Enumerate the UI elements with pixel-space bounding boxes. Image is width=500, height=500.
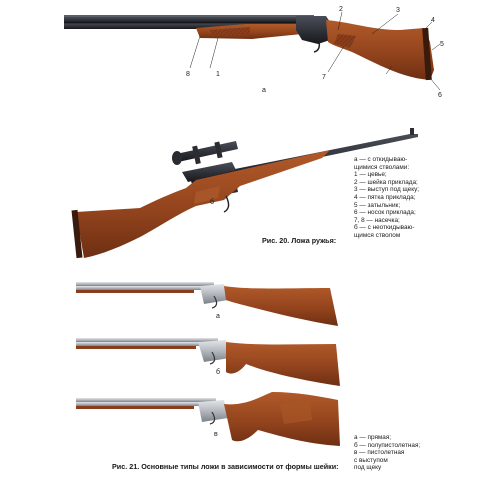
- callout-3: 3: [396, 7, 400, 14]
- legend-line: б — полупистолетная;: [354, 441, 421, 449]
- callout-8: 8: [186, 71, 190, 78]
- callout-b: б: [210, 198, 214, 206]
- legend-line: в — пистолетная: [354, 449, 405, 457]
- legend-line: 3 — выступ под щеку;: [354, 186, 420, 194]
- fig20-legend: а — с откидываю- щимися стволами: 1 — це…: [354, 156, 419, 240]
- legend-line: б — с неоткидываю-: [354, 224, 415, 232]
- legend-line: щимся стволом: [354, 231, 401, 239]
- legend-line: а — прямая;: [354, 434, 392, 441]
- callout-7: 7: [322, 74, 326, 81]
- shotgun-fig21-c: [76, 392, 340, 446]
- shotgun-a: [64, 15, 434, 81]
- fig21-legend: а — прямая; б — полупистолетная; в — пис…: [354, 434, 420, 472]
- fig21-letter-a: а: [216, 313, 220, 320]
- legend-line: 5 — затыльник;: [354, 201, 401, 209]
- rifle-b: [71, 128, 418, 259]
- callout-1: 1: [216, 71, 220, 78]
- callout-2: 2: [339, 6, 343, 13]
- legend-line: 2 — шейка приклада;: [354, 178, 418, 186]
- callout-a: а: [262, 87, 266, 94]
- rifle-stock: [76, 150, 330, 258]
- callout-6: 6: [438, 92, 442, 99]
- legend-line: с выступом: [354, 456, 388, 464]
- legend-line: щимися стволами:: [354, 163, 410, 171]
- legend-line: 4 — пятка приклада;: [354, 193, 416, 201]
- receiver: [296, 16, 330, 44]
- callout-5: 5: [440, 41, 444, 48]
- fig21-letter-c: в: [214, 431, 218, 438]
- butt-plate: [422, 27, 432, 81]
- legend-line: 6 — носок приклада;: [354, 209, 416, 217]
- legend-line: а — с откидываю-: [354, 156, 408, 163]
- callout-4: 4: [431, 17, 435, 24]
- fig20-caption: Рис. 20. Ложа ружья:: [262, 236, 337, 245]
- fig21-letter-b: б: [216, 368, 220, 376]
- callout-lines-a: [189, 11, 441, 91]
- barrel-lower: [64, 23, 314, 29]
- legend-line: под щеку: [354, 464, 382, 472]
- barrel-upper: [64, 17, 314, 23]
- legend-line: 1 — цевье;: [354, 171, 387, 179]
- shotgun-fig21-b: [76, 338, 340, 386]
- shotgun-fig21-a: [76, 282, 338, 326]
- stock: [326, 20, 434, 80]
- rifle-scope: [172, 141, 238, 165]
- fig21-caption: Рис. 21. Основные типы ложи в зависимост…: [112, 462, 339, 471]
- legend-line: 7, 8 — насечка;: [354, 216, 400, 224]
